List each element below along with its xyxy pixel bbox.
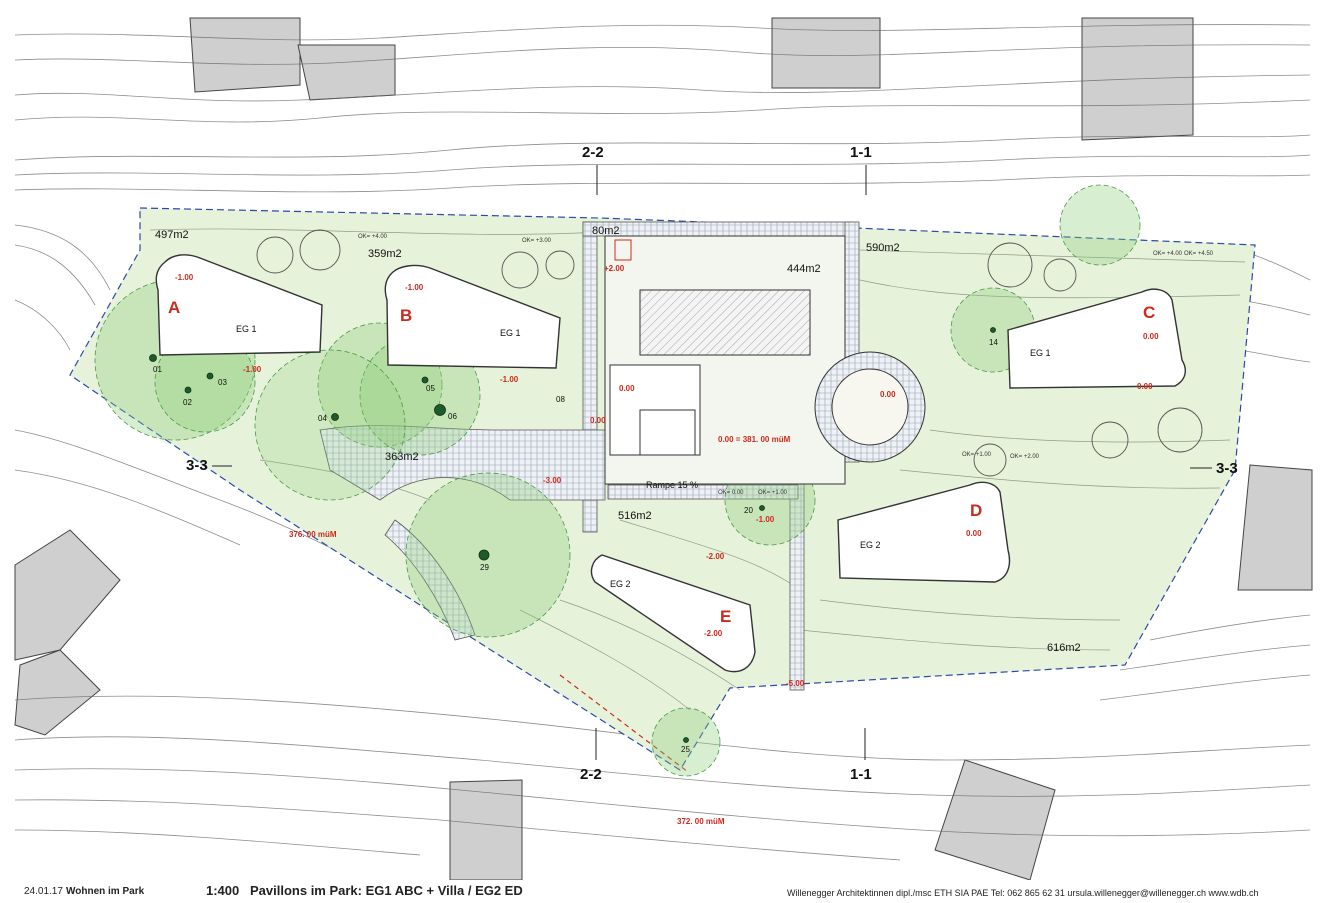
altitude-372: 372. 00 müM (677, 817, 725, 826)
level-c-2: 0.00 (1137, 382, 1153, 391)
level-bottom: -5.00 (786, 679, 805, 688)
architect-credit: Willenegger Architektinnen dipl./msc ETH… (787, 888, 1259, 898)
plan-scale: 1:400 (206, 883, 240, 898)
pavilion-a (155, 254, 323, 356)
altitude-376: 376. 00 müM (289, 530, 337, 539)
level-rotunda: 0.00 (880, 390, 896, 399)
tree-trunks (149, 327, 996, 743)
area-516: 516m2 (618, 510, 652, 522)
ok-label: OK= +4.00 (358, 234, 388, 240)
level-c-1: 0.00 (1143, 332, 1159, 341)
ok-label: OK= 0.00 (718, 490, 744, 496)
level-plaza: -3.00 (543, 476, 562, 485)
project-name: Wohnen im Park (66, 886, 145, 897)
pavilion-b (384, 264, 561, 369)
pavilion-letter-e: E (720, 607, 731, 626)
area-444: 444m2 (787, 263, 821, 275)
pavilion-letter-c: C (1143, 303, 1155, 322)
tree-number-14: 14 (989, 338, 998, 347)
level-e: -2.00 (704, 629, 723, 638)
pavilion-letter-a: A (168, 298, 180, 317)
pavilion-letter-d: D (970, 501, 982, 520)
floor-label-b: EG 1 (500, 328, 521, 338)
ok-label: OK= +4.50 (1184, 251, 1214, 257)
floor-label-a: EG 1 (236, 324, 257, 334)
area-497: 497m2 (155, 229, 189, 241)
rotunda (814, 351, 926, 463)
site-contours (149, 228, 1246, 711)
tree-number-29: 29 (480, 563, 489, 572)
ok-label: OK= +1.00 (758, 490, 788, 496)
area-616: 616m2 (1047, 642, 1081, 654)
plan-date: 24.01.17 (24, 886, 63, 897)
tree-number-05: 05 (426, 384, 435, 393)
area-359: 359m2 (368, 248, 402, 260)
tree-number-03: 03 (218, 378, 227, 387)
section-label-1-1-bottom: 1-1 (850, 766, 872, 783)
area-80: 80m2 (592, 225, 620, 237)
section-lines (212, 165, 1212, 760)
ok-label: OK= +2.00 (1010, 454, 1040, 460)
pavilion-letter-b: B (400, 306, 412, 325)
villa (604, 235, 846, 485)
section-label-2-2-top: 2-2 (582, 144, 604, 161)
level-a-2: -1.00 (243, 365, 262, 374)
site-plan: 2-2 1-1 3-3 3-3 2-2 1-1 A B C D E EG 1 E… (14, 17, 1313, 880)
section-label-3-3-left: 3-3 (186, 457, 208, 474)
level-court: -1.00 (756, 515, 775, 524)
shrubs (256, 229, 1203, 477)
pavilion-e (590, 554, 756, 673)
area-363: 363m2 (385, 451, 419, 463)
ok-label: OK= +3.00 (522, 238, 552, 244)
level-a-1: -1.00 (175, 273, 194, 282)
floor-label-c: EG 1 (1030, 348, 1051, 358)
tree-number-04: 04 (318, 414, 327, 423)
ok-label: OK= +1.00 (962, 452, 992, 458)
pavilion-d (837, 481, 1011, 583)
ok-label: OK= +4.00 (1153, 251, 1183, 257)
paved-paths (319, 221, 860, 691)
level-villa: 0.00 (619, 384, 635, 393)
contour-lines (14, 24, 1311, 861)
tree-number-08: 08 (556, 395, 565, 404)
level-d: 0.00 (966, 529, 982, 538)
level-villa-entry: 0.00 (590, 416, 606, 425)
neighbour-buildings (14, 17, 1313, 880)
tree-number-06: 06 (448, 412, 457, 421)
tree-number-02: 02 (183, 398, 192, 407)
level-b-1: -1.00 (405, 283, 424, 292)
section-label-1-1-top: 1-1 (850, 144, 872, 161)
title-block: 24.01.17 Wohnen im Park 1:400 Pavillons … (0, 880, 1321, 903)
tree-number-25: 25 (681, 745, 690, 754)
section-label-3-3-right: 3-3 (1216, 460, 1238, 477)
level-entry: +2.00 (604, 264, 625, 273)
ramp-label: Rampe 15 % (646, 480, 698, 490)
area-590: 590m2 (866, 242, 900, 254)
section-label-2-2-bottom: 2-2 (580, 766, 602, 783)
level-zero-reference: 0.00 = 381. 00 müM (718, 435, 791, 444)
tree-number-20: 20 (744, 506, 753, 515)
tree-number-01: 01 (153, 365, 162, 374)
level-lower: -2.00 (706, 552, 725, 561)
plan-title: Pavillons im Park: EG1 ABC + Villa / EG2… (250, 883, 523, 898)
floor-label-e: EG 2 (610, 579, 631, 589)
level-b-2: -1.00 (500, 375, 519, 384)
floor-label-d: EG 2 (860, 540, 881, 550)
pavilion-c (1007, 288, 1187, 389)
